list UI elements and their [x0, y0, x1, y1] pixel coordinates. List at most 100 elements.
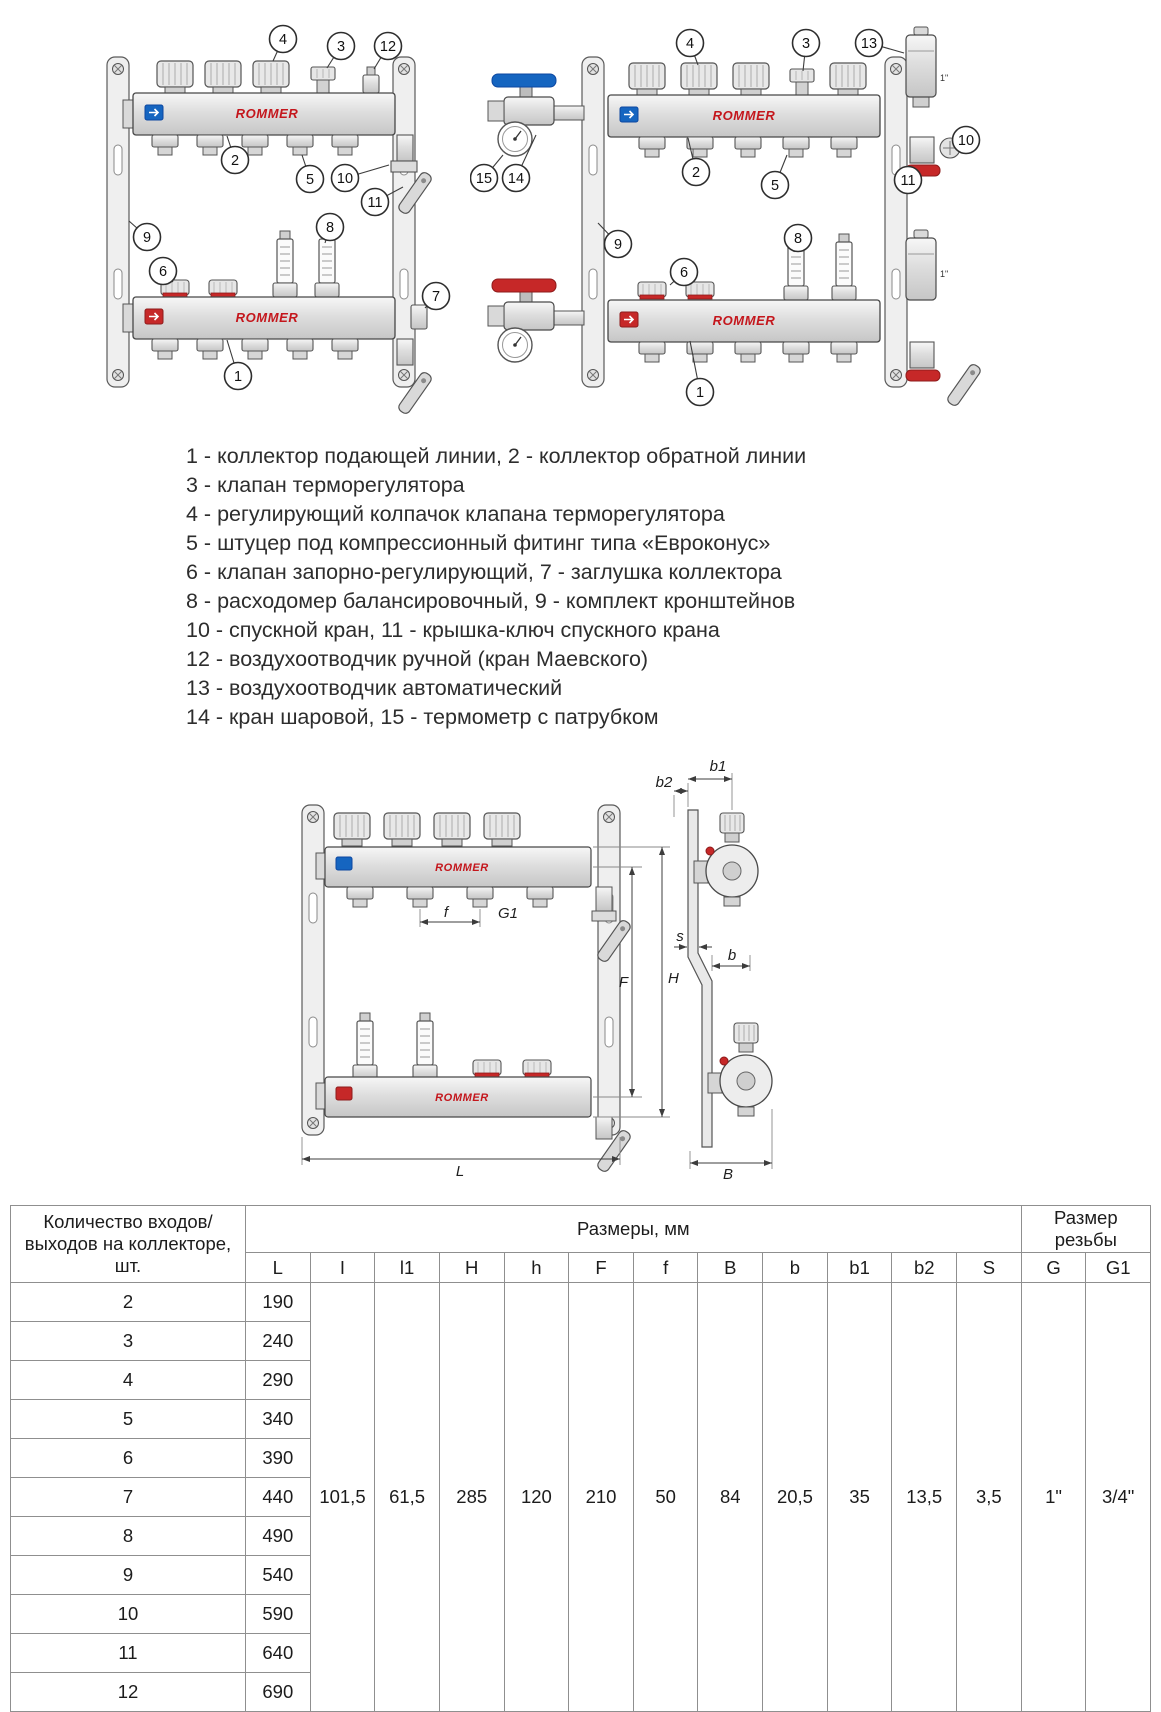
- cell-outputs-count: 6: [10, 1438, 246, 1478]
- drain-valve-top: [390, 134, 434, 216]
- flow-direction-icon-red: [335, 1086, 353, 1101]
- brand-logo: ROMMER: [435, 1092, 489, 1104]
- brand-logo: ROMMER: [713, 313, 776, 328]
- spec-table: Количество входов/выходов на коллекторе,…: [10, 1205, 1152, 1712]
- thermometer: [497, 121, 533, 157]
- col-letter-l1: l1: [374, 1252, 440, 1283]
- callout-10: 10: [951, 125, 981, 155]
- svg-text:12: 12: [380, 39, 396, 55]
- legend-line: 6 - клапан запорно-регулирующий, 7 - заг…: [186, 560, 782, 584]
- svg-text:5: 5: [771, 178, 779, 194]
- shutoff-valve-cap: [208, 279, 238, 298]
- svg-text:15: 15: [476, 171, 492, 187]
- valve-cap-side: [733, 1022, 759, 1044]
- flow-meter: [412, 1012, 438, 1080]
- flow-meter: [352, 1012, 378, 1080]
- eurocone-fitting: [241, 338, 269, 360]
- side-view: [687, 809, 773, 1148]
- shutoff-valve-cap: [522, 1059, 552, 1078]
- eurocone-fitting: [526, 886, 554, 908]
- cell-shared-H: 285: [438, 1282, 505, 1712]
- valve-handle-red: [491, 278, 557, 293]
- col-letter-f: f: [632, 1252, 699, 1283]
- callout-3: 3: [326, 31, 356, 69]
- cell-outputs-count: 11: [10, 1633, 246, 1673]
- legend-line: 5 - штуцер под компрессионный фитинг тип…: [186, 531, 771, 555]
- svg-text:1: 1: [234, 369, 242, 385]
- supply-manifold: ROMMER: [607, 233, 881, 363]
- assembly-diagram-right: ROMMER 1": [470, 26, 983, 408]
- cell-length-L: 590: [245, 1594, 311, 1634]
- svg-text:10: 10: [337, 171, 353, 187]
- drain-key-cap: [905, 369, 941, 382]
- col-letter-b: b: [762, 1252, 828, 1283]
- cell-length-L: 440: [245, 1477, 311, 1517]
- valve-cap: [483, 812, 521, 847]
- svg-text:9: 9: [143, 230, 151, 246]
- cell-shared-B: 84: [697, 1282, 764, 1712]
- svg-text:4: 4: [686, 36, 694, 52]
- dim-label-L: L: [456, 1163, 464, 1180]
- dim-label-f: f: [444, 904, 450, 921]
- thermometer: [497, 327, 533, 363]
- eurocone-fitting: [638, 341, 666, 363]
- eurocone-fitting: [346, 886, 374, 908]
- callout-4: 4: [268, 24, 298, 62]
- callout-2: 2: [220, 135, 250, 175]
- callout-14: 14: [501, 134, 537, 193]
- cell-length-L: 190: [245, 1282, 311, 1322]
- cell-outputs-count: 3: [10, 1321, 246, 1361]
- thermostatic-valve: [789, 68, 815, 96]
- legend-line: 12 - воздухоотводчик ручной (кран Маевск…: [186, 647, 649, 671]
- svg-text:10: 10: [958, 133, 974, 149]
- legend-line: 14 - кран шаровой, 15 - термометр с патр…: [186, 705, 659, 729]
- valve-cap: [628, 62, 666, 97]
- valve-cap-side: [719, 812, 745, 834]
- cell-shared-b: 20,5: [762, 1282, 828, 1712]
- callout-7: 7: [421, 281, 451, 311]
- eurocone-fitting: [406, 886, 434, 908]
- assembly-diagram-left: ROMMER ROMMER: [106, 24, 451, 416]
- flow-meter: [272, 230, 298, 298]
- thread-header: Размер резьбы: [1020, 1205, 1152, 1253]
- drain-valve-top-right: [905, 136, 961, 177]
- sizes-header: Размеры, мм: [245, 1205, 1022, 1253]
- cell-outputs-count: 2: [10, 1282, 246, 1322]
- eurocone-fitting: [196, 134, 224, 156]
- dim-label-s: s: [676, 928, 684, 945]
- flow-direction-icon-blue: [335, 856, 353, 871]
- eurocone-fitting: [830, 341, 858, 363]
- callout-6: 6: [669, 257, 699, 287]
- cell-length-L: 540: [245, 1555, 311, 1595]
- callout-12: 12: [373, 31, 403, 70]
- callout-8: 8: [315, 212, 345, 244]
- dim-label-H: H: [668, 970, 679, 987]
- svg-text:11: 11: [367, 195, 382, 211]
- eurocone-fitting: [151, 338, 179, 360]
- svg-text:6: 6: [159, 264, 167, 280]
- callout-5: 5: [760, 154, 790, 200]
- eurocone-fitting: [830, 136, 858, 158]
- supply-manifold: ROMMER: [122, 230, 428, 360]
- dim-label-b2: b2: [656, 774, 673, 791]
- col-header-count: Количество входов/выходов на коллекторе,…: [10, 1205, 246, 1283]
- cell-outputs-count: 4: [10, 1360, 246, 1400]
- dimension-drawing: ROMMER ROMMER f G1: [301, 758, 773, 1183]
- col-letter-H: H: [438, 1252, 505, 1283]
- callout-10: 10: [330, 163, 390, 193]
- col-letter-F: F: [568, 1252, 634, 1283]
- eurocone-fitting: [286, 338, 314, 360]
- callout-5: 5: [295, 154, 325, 194]
- valve-cap: [252, 60, 290, 95]
- cell-length-L: 340: [245, 1399, 311, 1439]
- eurocone-fitting: [466, 886, 494, 908]
- cell-outputs-count: 7: [10, 1477, 246, 1517]
